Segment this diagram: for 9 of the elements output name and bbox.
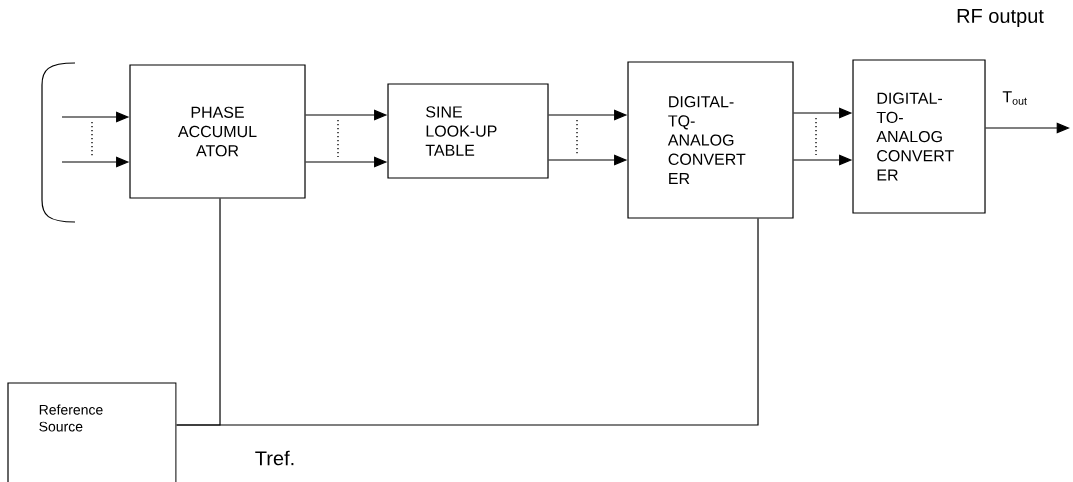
process-box: DIGITAL- TQ- ANALOG CONVERT ER xyxy=(627,61,794,219)
edge-label: T$_{out}$ xyxy=(1001,89,1029,107)
process-box: DIGITAL- TO- ANALOG CONVERT ER xyxy=(852,59,986,214)
reference-box: Reference Source xyxy=(7,382,177,482)
connector-line xyxy=(176,218,759,426)
process-box: SINE LOOK-UP TABLE xyxy=(387,83,549,179)
text-label: Tref. xyxy=(255,450,294,466)
text-label: RF output xyxy=(957,9,1044,27)
process-box: PHASE ACCUMUL ATOR xyxy=(129,64,306,199)
